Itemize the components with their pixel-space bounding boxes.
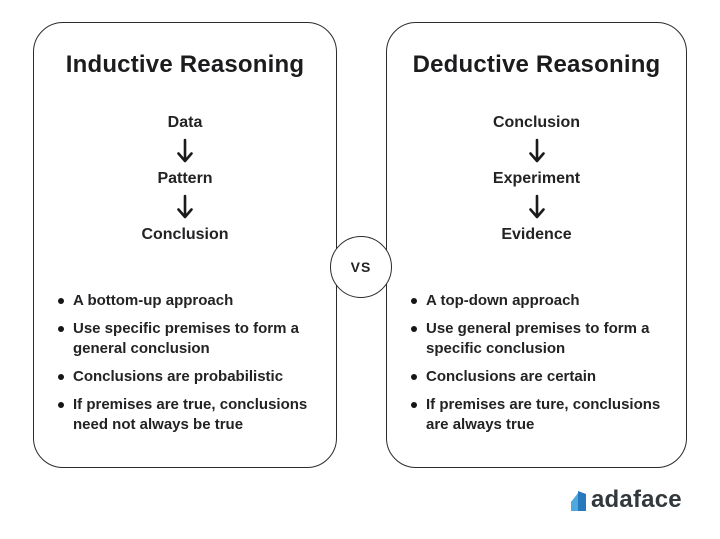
list-item: Use specific premises to form a general …: [34, 319, 322, 359]
bullet-text: Use general premises to form a: [426, 320, 650, 337]
bullet-text: general conclusion: [73, 340, 210, 357]
bullet-text: Use specific premises to form a: [73, 320, 299, 337]
list-item: Conclusions are probabilistic: [34, 367, 322, 387]
panel-inductive-reasoning: Inductive Reasoning Data Pattern Conclus…: [33, 22, 337, 468]
bullet-dot: [411, 374, 417, 380]
panel-deductive-reasoning: Deductive Reasoning Conclusion Experimen…: [386, 22, 687, 468]
bullet-dot: [58, 326, 64, 332]
bullet-text: If premises are true, conclusions: [73, 396, 308, 413]
bullet-text: If premises are ture, conclusions: [426, 396, 661, 413]
adaface-logo-text: adaface: [591, 486, 682, 513]
vs-badge: VS: [330, 236, 392, 298]
bullet-list-deductive: A top-down approach Use general premises…: [387, 291, 672, 435]
bullet-text: A bottom-up approach: [73, 292, 234, 309]
bullet-text: need not always be true: [73, 416, 244, 433]
bullet-text: Conclusions are probabilistic: [73, 368, 284, 385]
bullet-dot: [411, 402, 417, 408]
adaface-logo: adaface: [570, 487, 682, 512]
flow-step-experiment: Experiment: [492, 170, 581, 187]
bullet-dot: [58, 298, 64, 304]
arrow-down-icon: [528, 194, 545, 219]
bullet-dot: [411, 326, 417, 332]
arrow-down-icon: [177, 138, 193, 163]
panel-title-inductive: Inductive Reasoning: [65, 51, 305, 78]
list-item: If premises are true, conclusions need n…: [34, 395, 322, 435]
bullet-dot: [58, 402, 64, 408]
inductive-flow: Data Pattern Conclusion: [34, 113, 336, 245]
bullet-dot: [411, 298, 417, 304]
flow-step-data: Data: [167, 114, 203, 131]
flow-step-evidence: Evidence: [501, 226, 572, 243]
bullet-text: A top-down approach: [426, 292, 580, 309]
flow-step-conclusion: Conclusion: [492, 114, 581, 131]
deductive-flow: Conclusion Experiment Evidence: [387, 113, 686, 245]
list-item: Use general premises to form a specific …: [387, 319, 672, 359]
bullet-list-inductive: A bottom-up approach Use specific premis…: [34, 291, 322, 435]
list-item: A bottom-up approach: [34, 291, 322, 311]
bullet-text: Conclusions are certain: [426, 368, 597, 385]
arrow-down-icon: [177, 194, 193, 219]
flow-step-pattern: Pattern: [157, 170, 213, 187]
flow-step-conclusion: Conclusion: [141, 226, 229, 243]
bullet-dot: [58, 374, 64, 380]
vs-label: VS: [350, 259, 372, 275]
panel-title-deductive: Deductive Reasoning: [412, 51, 661, 78]
list-item: If premises are ture, conclusions are al…: [387, 395, 672, 435]
adaface-logo-icon: [571, 491, 586, 511]
list-item: Conclusions are certain: [387, 367, 672, 387]
bullet-text: are always true: [426, 416, 535, 433]
arrow-down-icon: [528, 138, 545, 163]
bullet-text: specific conclusion: [426, 340, 566, 357]
list-item: A top-down approach: [387, 291, 672, 311]
